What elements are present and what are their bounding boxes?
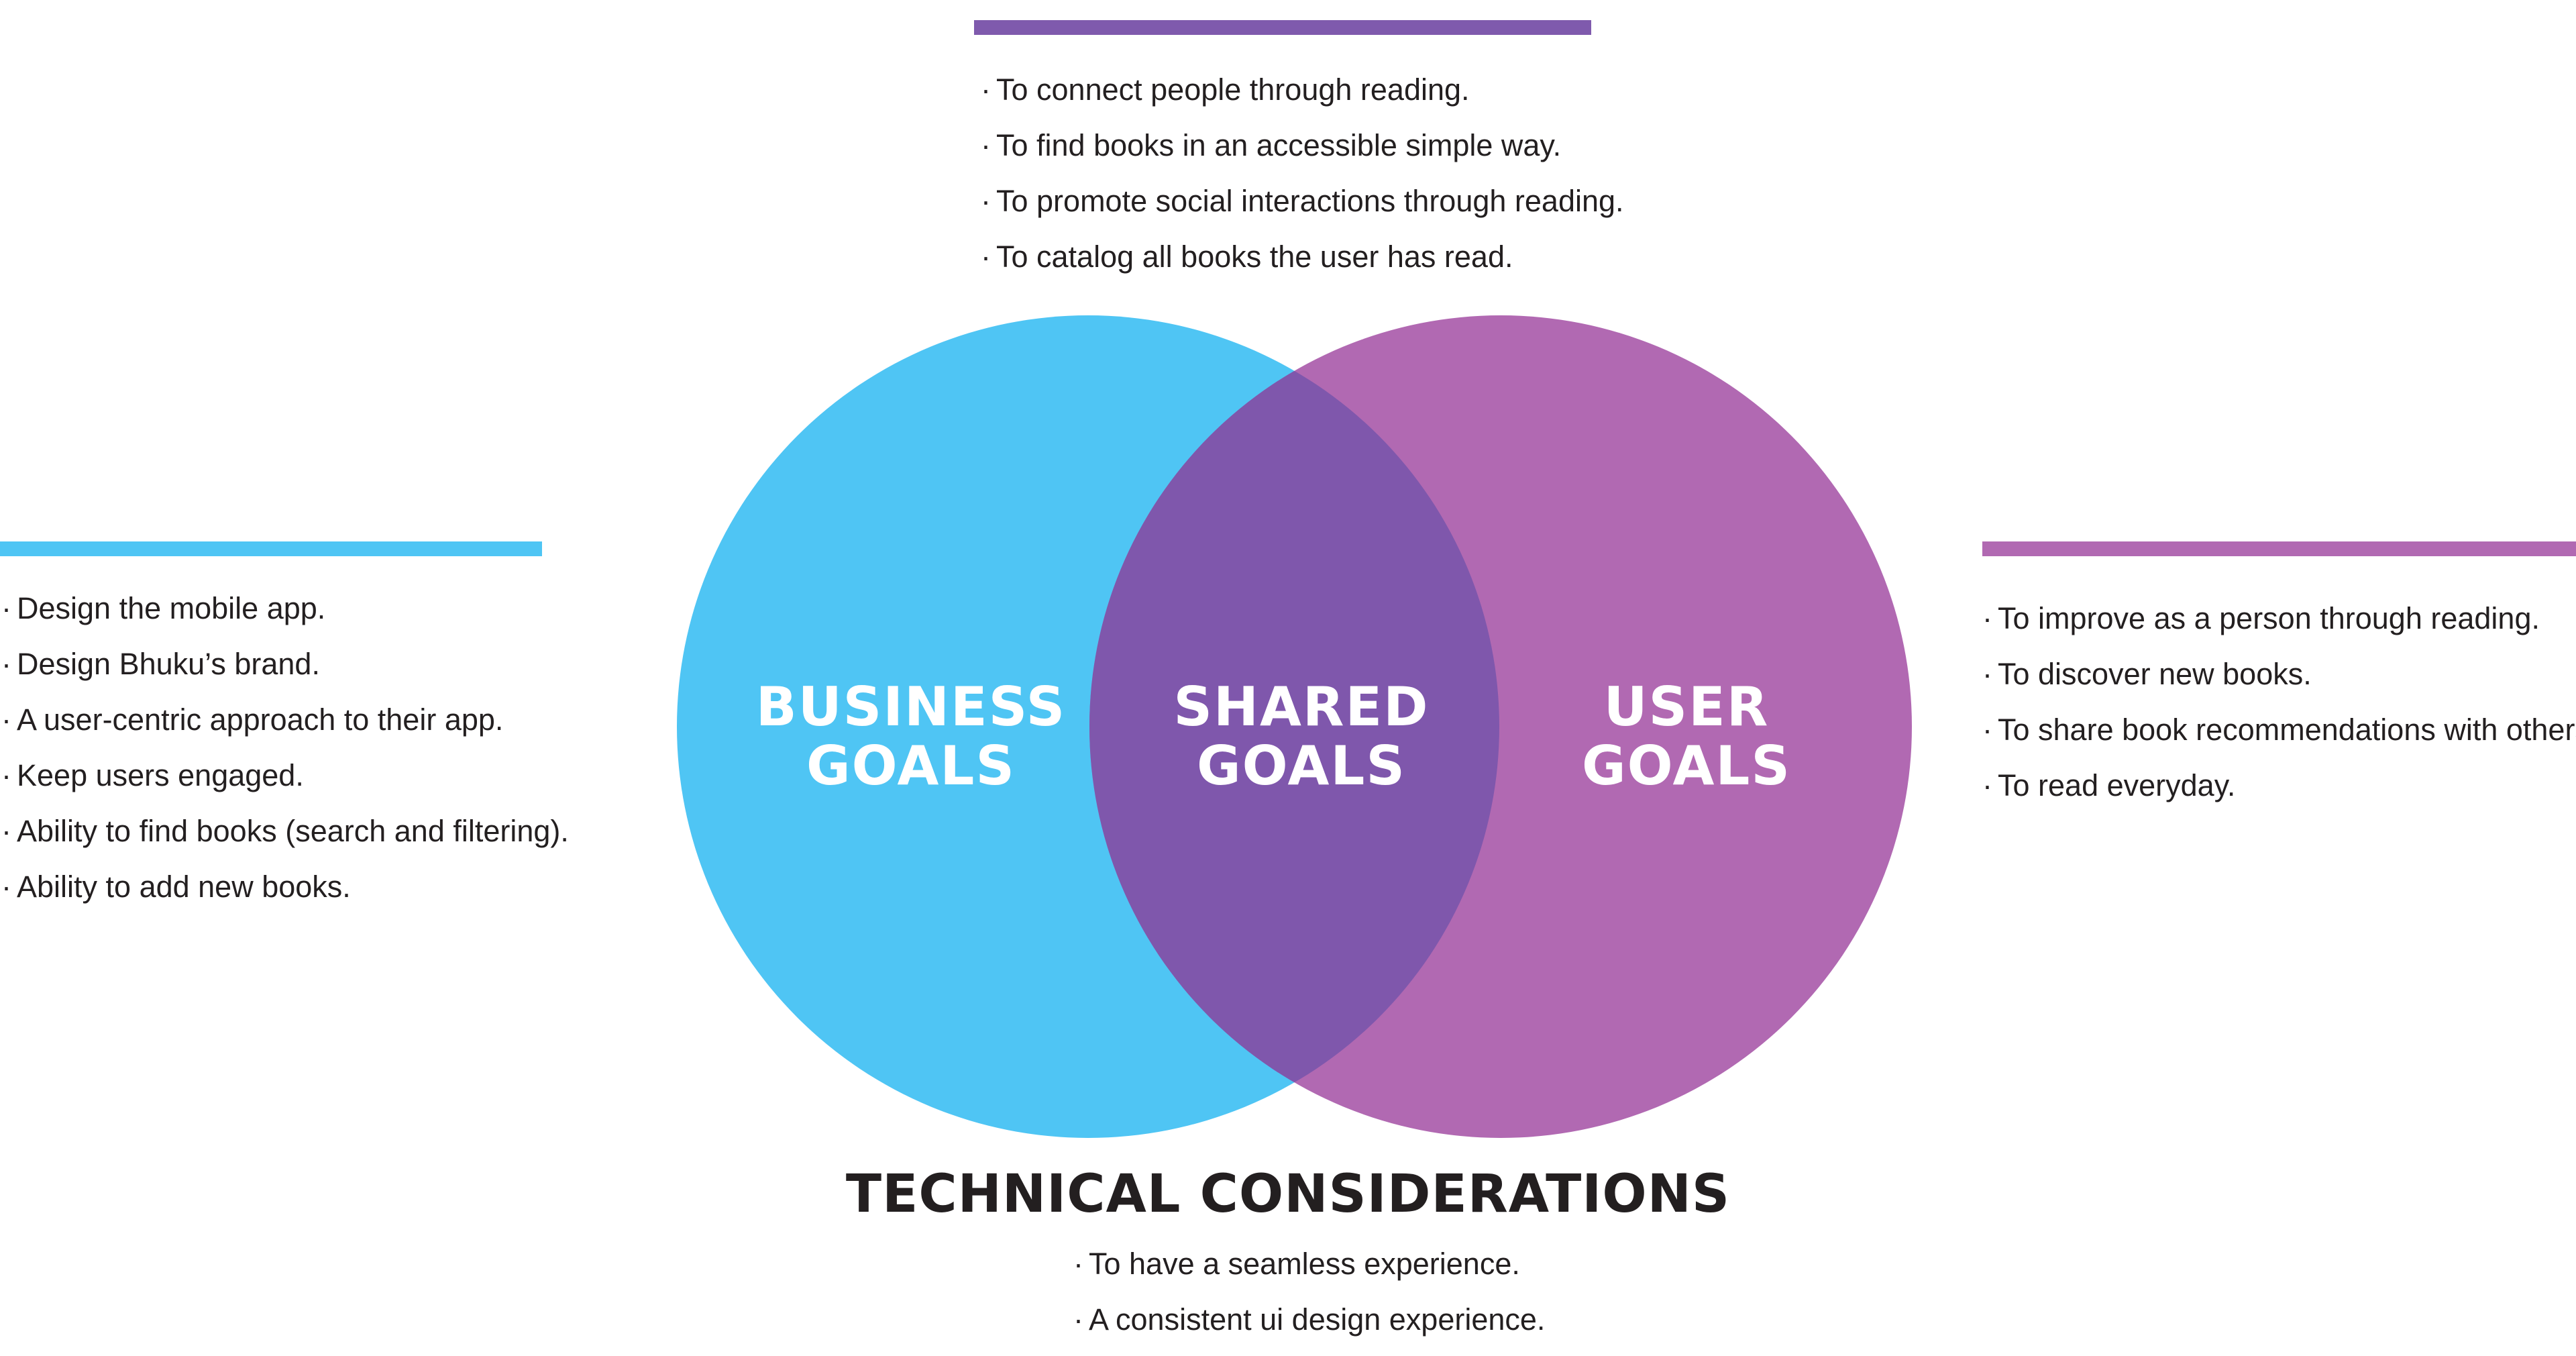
list-item: ·A user-centric approach to their app. — [1, 702, 504, 737]
shared-goals-bar — [974, 20, 1591, 35]
list-item: ·To find books in an accessible simple w… — [981, 128, 1562, 162]
business-goals-list: ·Design the mobile app. ·Design Bhuku’s … — [1, 580, 569, 915]
technical-considerations-title: TECHNICAL CONSIDERATIONS — [845, 1164, 1731, 1224]
business-goals-bar — [0, 541, 542, 556]
business-goals-label: BUSINESS GOALS — [755, 676, 1067, 797]
list-item: ·To have a seamless experience. — [1073, 1247, 1520, 1281]
list-item: ·Keep users engaged. — [1, 758, 304, 792]
user-goals-bar — [1982, 541, 2576, 556]
shared-goals-intersection — [1089, 315, 1499, 1138]
list-item: ·Ability to add new books. — [1, 870, 351, 904]
list-item: ·To discover new books. — [1982, 657, 2312, 691]
list-item: ·Ability to find books (search and filte… — [1, 814, 569, 848]
list-item: ·To promote social interactions through … — [981, 184, 1624, 218]
technical-considerations-list: ·To have a seamless experience. ·A consi… — [1073, 1236, 1545, 1347]
list-item: ·To catalog all books the user has read. — [981, 240, 1513, 274]
list-item: ·A consistent ui design experience. — [1073, 1302, 1546, 1337]
shared-goals-list: ·To connect people through reading. ·To … — [981, 62, 1624, 284]
list-item: ·To improve as a person through reading. — [1982, 601, 2540, 635]
list-item: ·Design Bhuku’s brand. — [1, 647, 320, 681]
list-item: ·Design the mobile app. — [1, 591, 326, 625]
user-goals-label: USER GOALS — [1581, 676, 1792, 797]
user-goals-list: ·To improve as a person through reading.… — [1982, 590, 2576, 813]
list-item: ·To connect people through reading. — [981, 72, 1470, 107]
list-item: ·To share book recommendations with othe… — [1982, 713, 2576, 747]
shared-goals-label: SHARED GOALS — [1173, 676, 1430, 797]
list-item: ·To read everyday. — [1982, 768, 2236, 802]
